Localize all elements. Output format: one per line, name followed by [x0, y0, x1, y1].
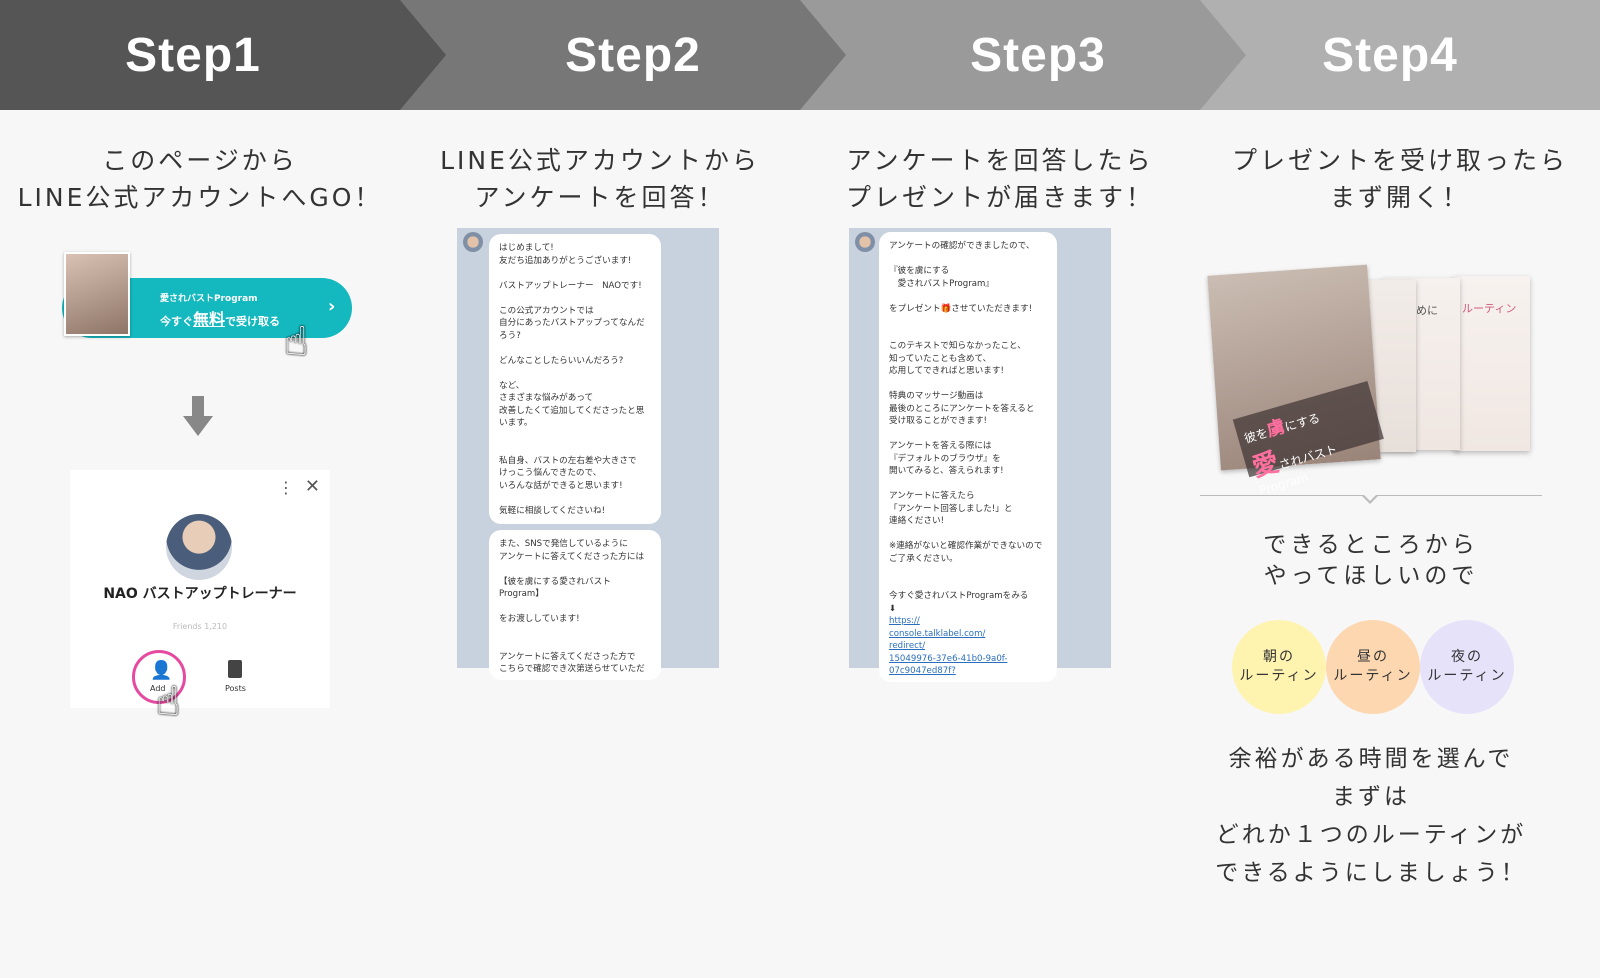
night-routine-badge: 夜のルーティン: [1420, 620, 1514, 714]
add-friend-button[interactable]: [132, 650, 186, 704]
routine-guidance-text: 余裕がある時間を選んでまずはどれか１つのルーティンができるようにしましょう！: [1215, 746, 1527, 886]
step3-label: Step3: [800, 0, 1246, 110]
posts-label: Posts: [225, 684, 246, 693]
chat-screenshot-step3: アンケートの確認ができましたので、 『彼を虜にする 愛されバストProgram』…: [849, 228, 1111, 682]
avatar: [855, 232, 875, 252]
step2-label: Step2: [400, 0, 846, 110]
booklet-page: ルーティン: [1454, 276, 1530, 451]
chat-bubble: アンケートの確認ができましたので、 『彼を虜にする 愛されバストProgram』…: [879, 232, 1057, 682]
program-link[interactable]: https:// console.talklabel.com/ redirect…: [889, 616, 1008, 676]
chat-bubble: また、SNSで発信しているように アンケートに答えてくださった方には 【彼を虜に…: [489, 530, 661, 680]
divider-pointer-inner: [1363, 494, 1377, 501]
avatar: [166, 514, 232, 580]
step4-label: Step4: [1200, 0, 1600, 110]
pointing-hand-icon: ☝: [284, 319, 309, 365]
arrow-down-icon: [183, 396, 213, 442]
step4-title: プレゼントを受け取ったらまず開く！: [1231, 146, 1568, 212]
friends-count: Friends 1,210: [172, 622, 228, 631]
profile-name: NAO バストアップトレーナー: [103, 586, 297, 602]
chat-bubble: はじめまして! 友だち追加ありがとうございます! バストアップトレーナー NAO…: [489, 234, 661, 524]
add-label: Add: [150, 684, 166, 693]
banner-thumbnail: [64, 252, 130, 336]
more-menu-icon[interactable]: ⋮: [278, 478, 294, 497]
banner-small-text: 愛されバストProgram: [160, 294, 258, 304]
step1-label: Step1: [0, 0, 446, 110]
cover-title: 彼を虜にする愛されバストProgram: [1232, 381, 1384, 498]
step2-title: LINE公式アカウントからアンケートを回答！: [440, 146, 760, 212]
banner-main-text: 今すぐ無料で受け取る: [160, 310, 281, 329]
close-icon[interactable]: ✕: [304, 476, 320, 497]
step-header: Step1 Step2 Step3 Step4: [0, 0, 1600, 110]
posts-icon[interactable]: [228, 660, 242, 678]
booklet-cover: 彼を虜にする愛されバストProgram: [1207, 264, 1384, 498]
add-user-icon: 👤: [150, 660, 173, 681]
routine-intro-text: できるところからやってほしいので: [1263, 532, 1479, 589]
avatar: [463, 232, 483, 252]
pointing-hand-icon: ☝: [156, 679, 181, 725]
noon-routine-badge: 昼のルーティン: [1326, 620, 1420, 714]
line-profile-card: ⋮ ✕ NAO バストアップトレーナー Friends 1,210 👤 Add …: [70, 470, 330, 708]
chevron-right-icon: ›: [328, 296, 336, 317]
chat-screenshot-step2: はじめまして! 友だち追加ありがとうございます! バストアップトレーナー NAO…: [457, 228, 719, 680]
morning-routine-badge: 朝のルーティン: [1232, 620, 1326, 714]
step3-title: アンケートを回答したらプレゼントが届きます！: [845, 146, 1154, 212]
program-booklet-image: ルーティン はじめに 彼を虜にする愛されバストProgram: [1207, 260, 1534, 498]
